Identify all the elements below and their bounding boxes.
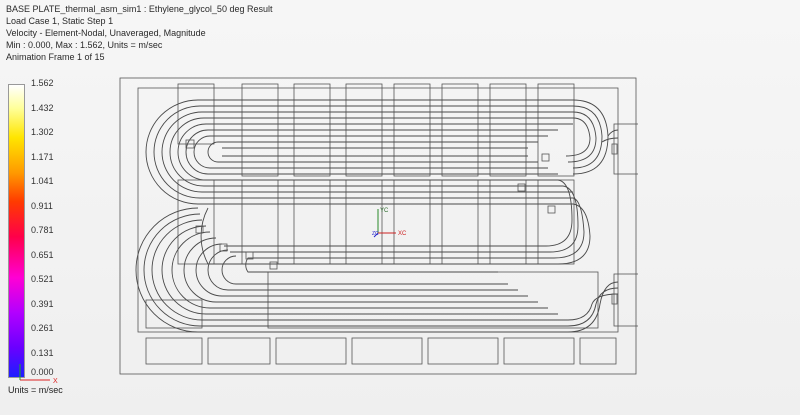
- legend-value: 0.781: [31, 225, 54, 235]
- base-plate-model[interactable]: [118, 76, 638, 376]
- animation-frame-label: Animation Frame 1 of 15: [6, 52, 105, 62]
- plate-outline: [119, 77, 637, 375]
- legend-value: 1.302: [31, 127, 54, 137]
- min-max-label: Min : 0.000, Max : 1.562, Units = m/sec: [6, 40, 163, 50]
- legend-units-label: Units = m/sec: [8, 385, 63, 395]
- color-legend-bar: [8, 84, 25, 378]
- legend-value: 1.171: [31, 151, 54, 162]
- mini-x-label: X: [53, 378, 58, 385]
- legend-value: 0.521: [31, 274, 54, 284]
- triad-xc-label: XC: [398, 231, 407, 237]
- cooling-channel-paths: [135, 99, 619, 333]
- legend-value: 0.000: [31, 367, 54, 377]
- legend-value: 1.041: [31, 176, 54, 186]
- triad-zc-label: ZC: [372, 231, 379, 237]
- result-title: BASE PLATE_thermal_asm_sim1 : Ethylene_g…: [6, 4, 273, 14]
- legend-value: 0.911: [31, 200, 53, 211]
- legend-value: 0.391: [31, 298, 54, 309]
- result-type-label: Velocity - Element-Nodal, Unaveraged, Ma…: [6, 28, 206, 38]
- mini-axis-triad: X: [19, 364, 58, 385]
- result-header: BASE PLATE_thermal_asm_sim1 : Ethylene_g…: [6, 3, 272, 63]
- legend-value: 0.261: [31, 323, 54, 333]
- triad-yc-label: YC: [380, 208, 389, 214]
- legend-value: 0.651: [31, 249, 54, 260]
- load-case-label: Load Case 1, Static Step 1: [6, 16, 114, 26]
- legend-value: 1.562: [31, 78, 54, 88]
- wcs-triad: YC XC ZC: [372, 208, 407, 238]
- legend-value: 0.131: [31, 347, 54, 358]
- legend-value: 1.432: [31, 102, 54, 113]
